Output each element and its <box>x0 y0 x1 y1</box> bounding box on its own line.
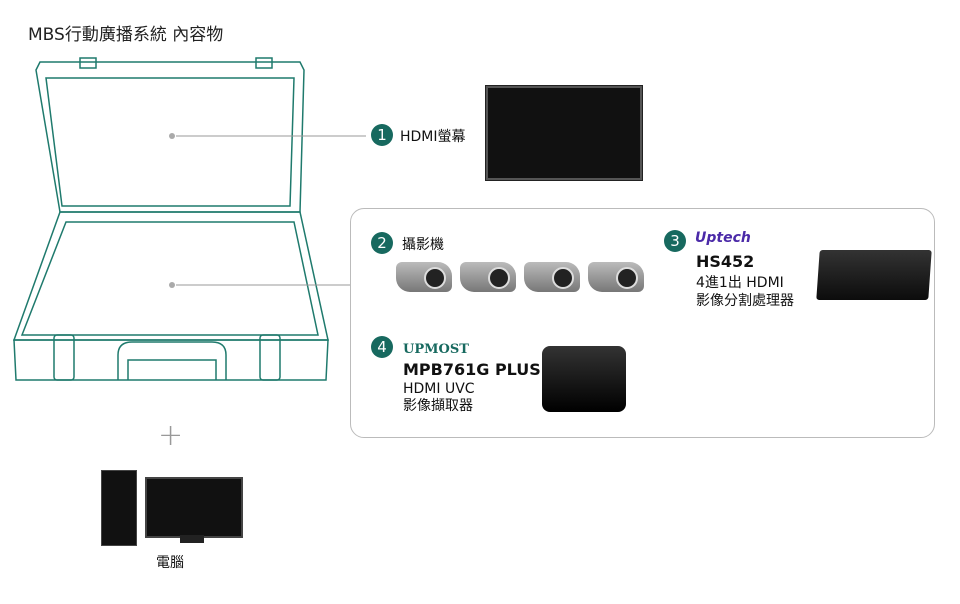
badge-2: 2 <box>371 232 393 254</box>
cameras <box>396 262 644 292</box>
hdmi-monitor-image <box>486 86 642 180</box>
hs452-desc2: 影像分割處理器 <box>696 293 794 309</box>
plus-icon: + <box>158 418 184 453</box>
mpb761g-image <box>542 346 626 412</box>
upmost-logo: UPMOST <box>403 342 469 357</box>
camera-image <box>588 262 644 292</box>
uptech-logo: Uptech <box>695 230 751 246</box>
badge-1: 1 <box>371 124 393 146</box>
pc-monitor-stand <box>180 535 204 543</box>
mpb761g-desc2: 影像擷取器 <box>403 398 473 414</box>
pc-monitor-image <box>145 477 243 538</box>
hdmi-monitor-label: HDMI螢幕 <box>400 129 466 145</box>
hs452-desc1: 4進1出 HDMI <box>696 275 784 291</box>
camera-label: 攝影機 <box>402 237 444 253</box>
components-panel <box>350 208 935 438</box>
camera-image <box>460 262 516 292</box>
mpb761g-model: MPB761G PLUS <box>403 360 541 379</box>
mpb761g-desc1: HDMI UVC <box>403 381 475 397</box>
page-title: MBS行動廣播系統 內容物 <box>28 25 224 45</box>
camera-image <box>524 262 580 292</box>
pc-tower-image <box>101 470 137 546</box>
computer-label: 電腦 <box>156 555 184 571</box>
hs452-image <box>816 250 932 300</box>
hs452-model: HS452 <box>696 252 755 271</box>
badge-4: 4 <box>371 336 393 358</box>
badge-3: 3 <box>664 230 686 252</box>
camera-image <box>396 262 452 292</box>
